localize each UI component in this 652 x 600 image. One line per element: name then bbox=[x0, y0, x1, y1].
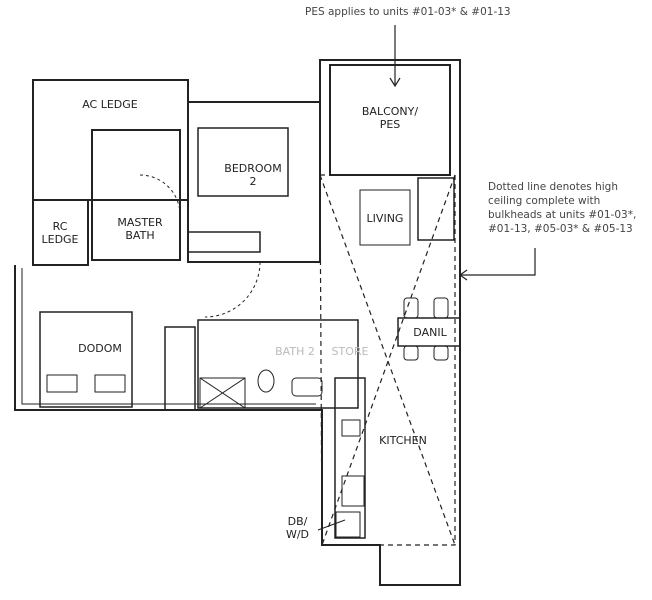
high-ceiling-outline bbox=[319, 174, 456, 546]
dotted-line-note: Dotted line denotes high ceiling complet… bbox=[488, 180, 636, 236]
rc-ledge-area bbox=[32, 199, 89, 266]
sofa bbox=[417, 177, 455, 241]
label-master-bath: MASTER BATH bbox=[117, 216, 163, 242]
bath2-area bbox=[197, 319, 359, 409]
note-line: Dotted line denotes high bbox=[488, 181, 618, 193]
wardrobe bbox=[164, 326, 196, 411]
note-line: bulkheads at units #01-03*, bbox=[488, 209, 637, 221]
label-living: LIVING bbox=[366, 212, 404, 225]
label-dining: DANIL bbox=[413, 326, 447, 339]
label-balcony: BALCONY/ PES bbox=[361, 105, 419, 131]
balcony-area bbox=[329, 64, 451, 176]
note-line: ceiling complete with bbox=[488, 195, 601, 207]
master-bath-area bbox=[91, 129, 181, 261]
outer-wall bbox=[14, 59, 461, 586]
dining-table bbox=[397, 317, 461, 347]
label-master-bedroom: DODOM bbox=[78, 342, 122, 355]
label-bedroom2: BEDROOM 2 bbox=[224, 162, 282, 188]
pes-note: PES applies to units #01-03* & #01-13 bbox=[305, 6, 511, 18]
note-line: #01-13, #05-03* & #05-13 bbox=[488, 223, 633, 235]
bed bbox=[39, 311, 133, 408]
label-db-wd: DB/ W/D bbox=[285, 515, 310, 541]
label-bath2: BATH 2 bbox=[275, 345, 315, 358]
label-store: STORE bbox=[331, 345, 369, 358]
label-rc-ledge: RC LEDGE bbox=[41, 220, 79, 246]
label-ac-ledge: AC LEDGE bbox=[82, 98, 138, 111]
label-kitchen: KITCHEN bbox=[379, 434, 427, 447]
kitchen-counter bbox=[334, 377, 366, 539]
